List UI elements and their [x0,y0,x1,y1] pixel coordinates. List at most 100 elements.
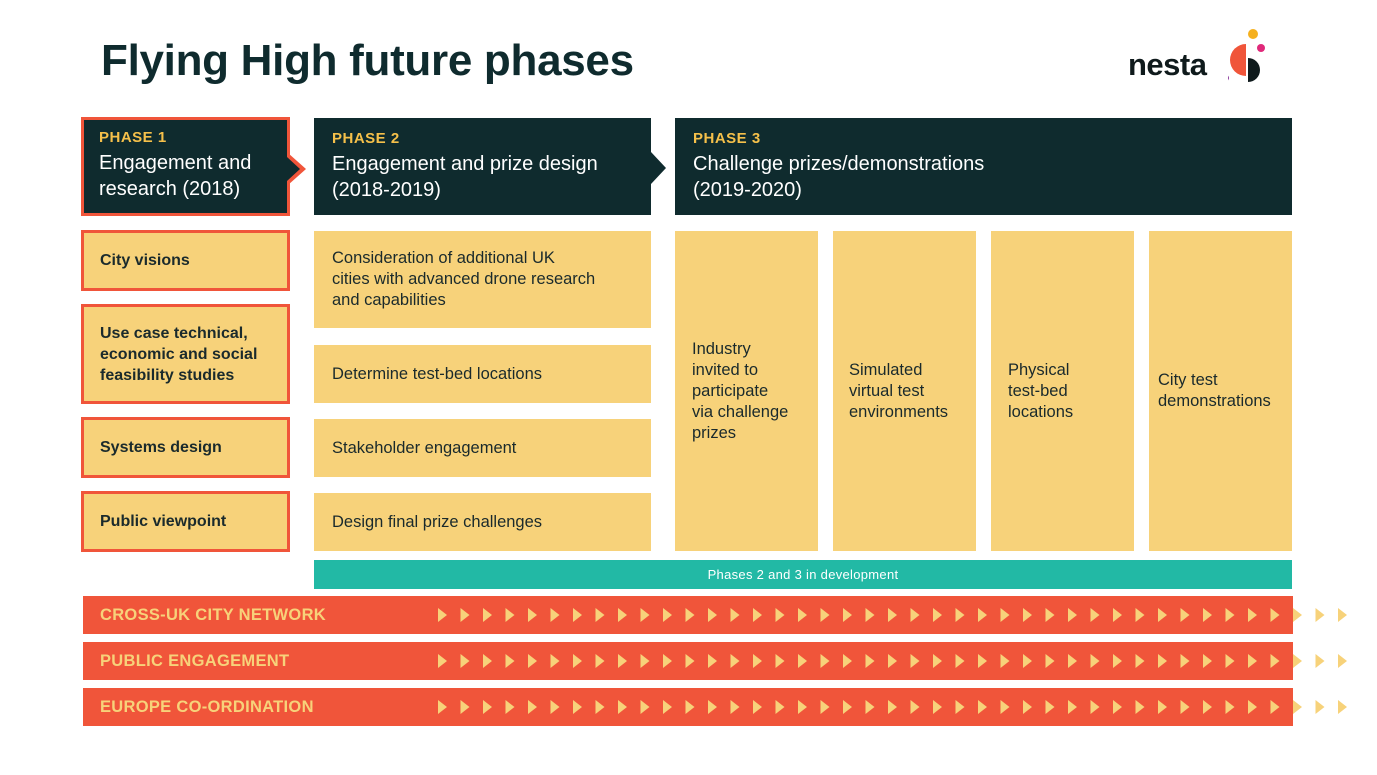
phase-3-item-industry-invited: Industry invited to participate via chal… [675,231,818,551]
arrow-icon [1315,700,1325,714]
phase-2-item-stakeholder-engagement: Stakeholder engagement [314,419,651,477]
arrow-icon [528,608,537,622]
phase-2-item-test-bed-locations: Determine test-bed locations [314,345,651,403]
arrow-icon [730,608,740,622]
arrow-icon [843,654,852,668]
arrow-icon [528,700,537,714]
arrow-icon [1000,654,1010,668]
development-note: Phases 2 and 3 in development [707,567,899,582]
arrow-icon [730,700,740,714]
stream-public-engagement: PUBLIC ENGAGEMENT [83,642,1347,680]
arrow-icon [708,700,717,714]
stream-arrows-icon [438,700,1347,714]
phase-3-label: PHASE 3 [693,130,761,147]
phase-2-arrow-icon [651,152,666,184]
arrow-icon [640,608,650,622]
arrow-icon [1023,654,1032,668]
arrow-icon [618,700,627,714]
arrow-icon [528,654,537,668]
arrow-icon [685,608,695,622]
arrow-icon [1045,654,1055,668]
phase-2-name-line-2: (2018-2019) [332,179,441,201]
arrow-icon [1135,608,1145,622]
arrow-icon [865,654,875,668]
phase-1-item-line: Public viewpoint [100,513,227,530]
arrow-icon [483,654,492,668]
arrow-icon [708,654,717,668]
arrow-icon [685,700,695,714]
stream-arrows-icon [438,654,1347,668]
phase-3-item-line: City test [1158,371,1218,389]
arrow-icon [1068,654,1077,668]
arrow-icon [550,608,560,622]
phase-3-item-line: prizes [692,423,737,442]
arrow-icon [910,608,920,622]
arrow-icon [955,654,965,668]
arrow-icon [933,654,942,668]
phase-3-item-line: locations [1008,402,1074,421]
phase-3-item-line: participate [692,381,769,400]
arrow-icon [550,654,560,668]
arrow-icon [978,700,987,714]
arrow-icon [663,654,672,668]
phase-2-name-line-1: Engagement and prize design [332,153,598,175]
phase-2-header: PHASE 2 Engagement and prize design (201… [314,118,651,215]
arrow-icon [573,654,582,668]
arrow-icon [1045,608,1055,622]
phase-1-item-line: City visions [100,252,190,269]
arrow-icon [1180,700,1190,714]
phase-3-item-line: Physical [1008,360,1070,379]
phase-3-item-line: environments [849,402,949,421]
arrow-icon [595,654,605,668]
arrow-icon [933,608,942,622]
arrow-icon [460,608,470,622]
arrow-icon [663,700,672,714]
arrow-icon [820,654,830,668]
arrow-icon [1113,700,1122,714]
phase-2-item-line: and capabilities [332,291,446,309]
arrow-icon [1090,654,1100,668]
arrow-icon [798,608,807,622]
phase-3-item-line: via challenge [692,402,789,421]
phase-1-item-line: Systems design [100,439,222,456]
stream-europe-coordination: EUROPE CO-ORDINATION [83,688,1347,726]
arrow-icon [618,654,627,668]
arrow-icon [1248,654,1257,668]
phase-3-item-line: demonstrations [1158,392,1271,410]
arrow-icon [1135,700,1145,714]
arrow-icon [888,654,897,668]
phase-1-item-systems-design: Systems design [81,417,290,478]
stream-label: PUBLIC ENGAGEMENT [100,651,290,670]
phase-1-name-line-1: Engagement and [99,152,252,174]
arrow-icon [1180,654,1190,668]
arrow-icon [910,654,920,668]
arrow-icon [1023,608,1032,622]
phase-2-label: PHASE 2 [332,130,400,147]
phase-1-label: PHASE 1 [99,129,167,146]
arrow-icon [595,700,605,714]
arrow-icon [460,700,470,714]
arrow-icon [1203,608,1212,622]
stream-label: EUROPE CO-ORDINATION [100,697,314,716]
phase-3-item-line: test-bed [1008,381,1068,400]
arrow-icon [798,654,807,668]
arrow-icon [775,608,785,622]
arrow-icon [1045,700,1055,714]
phase-3-name-line-2: (2019-2020) [693,179,802,201]
phase-1-header: PHASE 1 Engagement and research (2018) [81,117,290,216]
phase-1-item-line: Use case technical, [100,324,248,342]
phase-2-item-additional-cities: Consideration of additional UK cities wi… [314,231,651,328]
stream-arrows-icon [438,608,1347,622]
arrow-icon [483,700,492,714]
arrow-icon [933,700,942,714]
arrow-icon [618,608,627,622]
arrow-icon [685,654,695,668]
arrow-icon [1270,654,1280,668]
logo-wordmark: nesta [1128,47,1207,82]
arrow-icon [978,654,987,668]
phase-3-item-line: Simulated [849,360,923,379]
arrow-icon [505,608,515,622]
phase-1-item-line: economic and social [100,345,258,363]
arrow-icon [1000,700,1010,714]
phase-3-item-line: Industry [692,339,751,358]
